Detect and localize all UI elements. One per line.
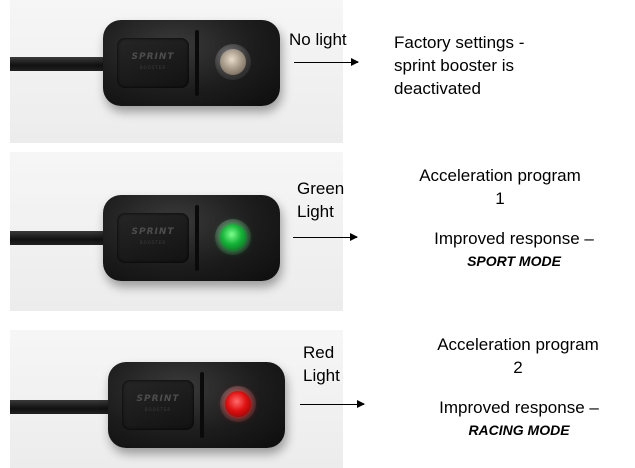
indicator-light-off-icon	[220, 49, 246, 75]
device-photo-green-light: SPRINT BOOSTER	[10, 152, 343, 311]
state-label-no-light: No light	[289, 28, 347, 51]
description-line: deactivated	[394, 79, 481, 98]
device-divider	[200, 372, 204, 438]
device-photo-no-light: SPRINT BOOSTER	[10, 0, 343, 143]
arrow-icon	[300, 400, 365, 408]
arrow-icon	[294, 58, 359, 66]
state-label-line: Light	[297, 202, 334, 221]
logo-plate: SPRINT BOOSTER	[117, 38, 189, 88]
indicator-light-red-icon	[225, 391, 251, 417]
mode-label: RACING MODE	[468, 422, 570, 438]
sprint-booster-device: SPRINT BOOSTER	[103, 195, 280, 281]
description-line: Improved response –	[434, 229, 594, 248]
device-cable	[10, 400, 130, 414]
description-red-light: Acceleration program 2	[416, 333, 620, 379]
state-label-green-light: Green Light	[297, 177, 344, 223]
state-label-line: No light	[289, 30, 347, 49]
description-line: Factory settings -	[394, 33, 525, 52]
device-divider	[195, 30, 199, 96]
indicator-bezel	[215, 219, 251, 255]
device-logo-subtext: BOOSTER	[144, 407, 172, 412]
device-logo-subtext: BOOSTER	[139, 65, 167, 70]
device-cable	[10, 57, 130, 71]
device-logo-text: SPRINT	[136, 394, 180, 404]
sprint-booster-device: SPRINT BOOSTER	[103, 20, 280, 106]
device-cable	[10, 231, 130, 245]
description-green-light: Acceleration program 1	[398, 164, 602, 210]
description-red-light-mode: Improved response – RACING MODE	[416, 396, 622, 442]
indicator-light-green-icon	[220, 224, 246, 250]
description-line: sprint booster is	[394, 56, 514, 75]
device-logo-text: SPRINT	[131, 227, 175, 237]
description-line: Acceleration program	[419, 166, 581, 185]
state-label-line: Green	[297, 179, 345, 198]
state-label-line: Light	[303, 366, 340, 385]
mode-label: SPORT MODE	[467, 253, 561, 269]
indicator-bezel	[215, 44, 251, 80]
device-logo-text: SPRINT	[131, 52, 175, 62]
device-photo-red-light: SPRINT BOOSTER	[10, 330, 343, 468]
arrow-icon	[293, 233, 358, 241]
description-no-light: Factory settings - sprint booster is dea…	[394, 31, 524, 100]
logo-plate: SPRINT BOOSTER	[117, 213, 189, 263]
sprint-booster-device: SPRINT BOOSTER	[108, 362, 285, 448]
logo-plate: SPRINT BOOSTER	[122, 380, 194, 430]
indicator-bezel	[220, 386, 256, 422]
device-divider	[195, 205, 199, 271]
description-line: 1	[495, 189, 505, 208]
description-line: Improved response –	[439, 398, 599, 417]
device-logo-subtext: BOOSTER	[139, 240, 167, 245]
state-label-red-light: Red Light	[303, 341, 340, 387]
description-green-light-mode: Improved response – SPORT MODE	[400, 227, 628, 273]
state-label-line: Red	[303, 343, 335, 362]
description-line: 2	[513, 358, 523, 377]
description-line: Acceleration program	[437, 335, 599, 354]
